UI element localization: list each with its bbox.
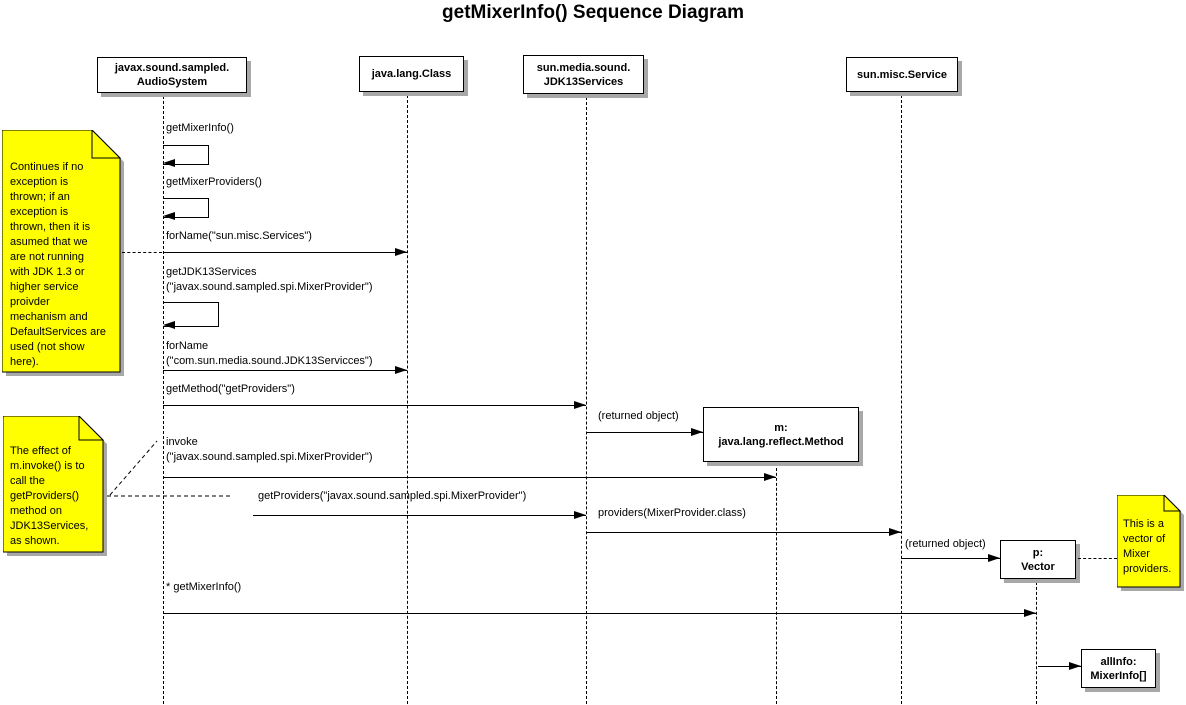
object-label-method: m: java.lang.reflect.Method: [718, 421, 844, 448]
note-continues: Continues if no exception is thrown; if …: [1, 128, 125, 377]
actor-box-jdk13services: sun.media.sound. JDK13Services: [523, 55, 644, 94]
message-label-get-providers: getProviders("javax.sound.sampled.spi.Mi…: [258, 490, 527, 502]
message-arrow-star-get-mixer-info: [163, 613, 1036, 614]
note-invoke-effect: The effect of m.invoke() is to call the …: [2, 414, 108, 557]
message-label-get-method: getMethod("getProviders"): [166, 383, 295, 395]
object-label-allinfo: allInfo: MixerInfo[]: [1090, 655, 1147, 682]
note-connector-invoke-effect: [107, 440, 233, 497]
arrowhead-left-icon: [163, 159, 175, 167]
message-arrow-get-providers: [253, 515, 586, 516]
message-label-star-get-mixer-info: * getMixerInfo(): [166, 581, 242, 593]
message-label-providers: providers(MixerProvider.class): [598, 507, 746, 519]
arrowhead-right-icon: [691, 428, 703, 436]
arrowhead-right-icon: [574, 401, 586, 409]
message-arrow-returned-object-1: [586, 432, 703, 433]
message-arrow-for-name-services: [163, 252, 407, 253]
message-label-for-name-jdk13: forName ("com.sun.media.sound.JDK13Servi…: [166, 340, 373, 367]
note-connector-vector: [1078, 558, 1117, 559]
arrowhead-right-icon: [395, 248, 407, 256]
message-label-returned-object-2: (returned object): [905, 538, 986, 550]
diagram-title: getMixerInfo() Sequence Diagram: [442, 2, 744, 23]
message-label-get-jdk13-services: getJDK13Services ("javax.sound.sampled.s…: [166, 266, 373, 293]
actor-label-java-lang-class: java.lang.Class: [371, 68, 452, 80]
note-text-vector: This is a vector of Mixer providers.: [1123, 518, 1172, 575]
note-shape-icon: [1116, 493, 1184, 591]
arrowhead-right-icon: [889, 528, 901, 536]
lifeline-vector-object: [1036, 577, 1037, 704]
object-box-vector: p: Vector: [1000, 540, 1076, 579]
note-text-continues: Continues if no exception is thrown; if …: [10, 161, 106, 368]
object-label-vector: p: Vector: [1021, 546, 1055, 573]
actor-box-sun-misc-service: sun.misc.Service: [846, 57, 958, 92]
arrowhead-right-icon: [1069, 662, 1081, 670]
actor-label-jdk13services: sun.media.sound. JDK13Services: [536, 61, 631, 88]
actor-box-audiosystem: javax.sound.sampled. AudioSystem: [97, 57, 247, 93]
actor-label-sun-misc-service: sun.misc.Service: [857, 68, 947, 81]
message-arrow-invoke: [163, 477, 776, 478]
object-box-allinfo: allInfo: MixerInfo[]: [1081, 649, 1156, 688]
note-shape-icon: [1, 128, 124, 376]
message-label-for-name-services: forName("sun.misc.Services"): [166, 230, 312, 242]
note-shape-icon: [2, 414, 107, 556]
message-label-get-mixer-info: getMixerInfo(): [166, 122, 234, 134]
object-box-method: m: java.lang.reflect.Method: [703, 407, 859, 462]
lifeline-java-lang-class: [407, 90, 408, 704]
note-text-invoke-effect: The effect of m.invoke() is to call the …: [10, 445, 89, 547]
self-call-arrow-get-mixer-info: [163, 145, 209, 165]
message-label-returned-object-1: (returned object): [598, 410, 679, 422]
lifeline-audiosystem: [163, 91, 164, 704]
message-arrow-providers: [586, 532, 901, 533]
arrowhead-left-icon: [163, 321, 175, 329]
message-arrow-create-allinfo: [1038, 666, 1081, 667]
lifeline-jdk13services: [586, 92, 587, 704]
lifeline-method-object: [776, 463, 777, 704]
message-arrow-for-name-jdk13: [163, 370, 407, 371]
message-label-invoke: invoke ("javax.sound.sampled.spi.MixerPr…: [166, 436, 373, 463]
note-vector: This is a vector of Mixer providers.: [1116, 493, 1185, 592]
note-connector-continues: [122, 252, 162, 253]
arrowhead-right-icon: [395, 366, 407, 374]
actor-box-java-lang-class: java.lang.Class: [359, 56, 464, 92]
arrowhead-right-icon: [988, 554, 1000, 562]
message-label-get-mixer-providers: getMixerProviders(): [166, 176, 262, 188]
message-arrow-returned-object-2: [901, 558, 1000, 559]
lifeline-sun-misc-service: [901, 90, 902, 704]
arrowhead-right-icon: [764, 473, 776, 481]
arrowhead-right-icon: [574, 511, 586, 519]
self-call-arrow-get-jdk13-services: [163, 302, 219, 327]
arrowhead-right-icon: [1024, 609, 1036, 617]
actor-label-audiosystem: javax.sound.sampled. AudioSystem: [114, 62, 230, 88]
arrowhead-left-icon: [163, 212, 175, 220]
message-arrow-get-method: [163, 405, 586, 406]
self-call-arrow-get-mixer-providers: [163, 198, 209, 218]
